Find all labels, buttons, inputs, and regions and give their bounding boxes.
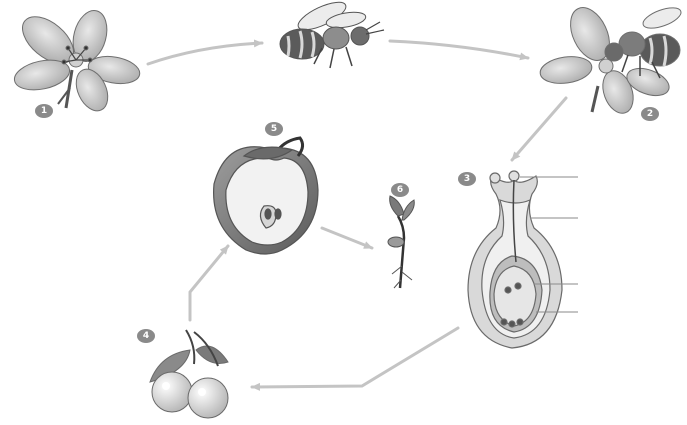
step-badge-3: 3 xyxy=(458,172,476,186)
step-badge-2: 2 xyxy=(641,107,659,121)
step-badge-1: 1 xyxy=(35,104,53,118)
pistil-cross-section xyxy=(468,171,562,348)
arrow-flower-to-bee xyxy=(148,43,262,64)
pollinated-flower-illustration xyxy=(538,1,683,117)
step-badge-5: 5 xyxy=(265,122,283,136)
arrow-fruit-to-apple xyxy=(190,246,228,320)
bee-illustration xyxy=(280,0,384,68)
berries-illustration xyxy=(150,330,228,418)
step-number-2: 2 xyxy=(647,109,653,119)
step-badge-4: 4 xyxy=(137,329,155,343)
arrow-flower-to-ovary xyxy=(512,98,566,160)
arrow-ovary-to-fruit xyxy=(252,328,458,387)
step-number-3: 3 xyxy=(464,174,470,184)
arrow-bee-to-pollinated-flower xyxy=(390,41,528,58)
apple-cross-section xyxy=(214,138,318,254)
arrow-apple-to-seedling xyxy=(322,228,372,248)
seedling-illustration xyxy=(388,196,414,288)
step-number-4: 4 xyxy=(143,331,149,341)
step-number-1: 1 xyxy=(41,106,47,116)
step-badge-6: 6 xyxy=(391,183,409,197)
step-number-5: 5 xyxy=(271,124,277,134)
flower-illustration xyxy=(12,7,142,116)
step-number-6: 6 xyxy=(397,185,403,195)
